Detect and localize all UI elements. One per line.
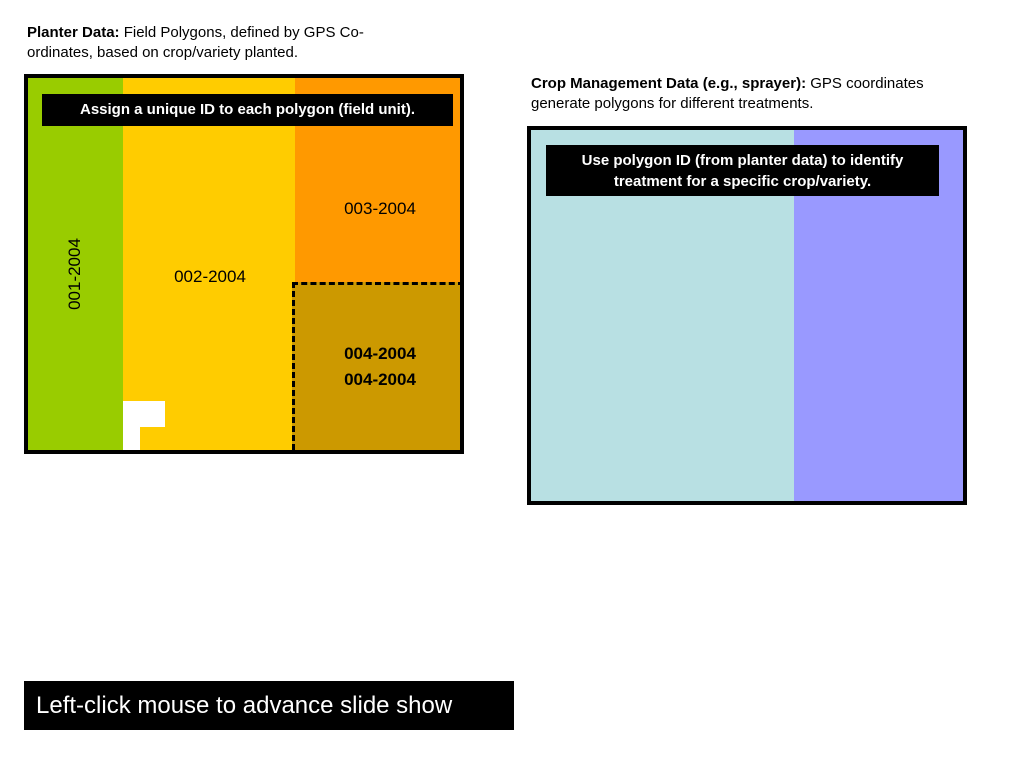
field-notch-fill	[140, 427, 165, 450]
polygon-label-001: 001-2004	[65, 238, 84, 310]
planter-field-map: 001-2004 002-2004 003-2004 004-2004 004-…	[24, 74, 464, 454]
crop-caption: Crop Management Data (e.g., sprayer): GP…	[531, 74, 961, 114]
crop-instruction-banner: Use polygon ID (from planter data) to id…	[546, 145, 939, 196]
planter-caption-text: Field Polygons, defined by GPS Co-ordina…	[27, 24, 364, 61]
field-polygon-002	[123, 78, 295, 450]
planter-caption-title: Planter Data:	[27, 24, 120, 41]
planter-caption: Planter Data: Field Polygons, defined by…	[27, 23, 427, 63]
polygon-label-004-repeat: 004-2004	[344, 370, 416, 389]
polygon-label-003: 003-2004	[344, 199, 416, 218]
advance-slide-button[interactable]: Left-click mouse to advance slide show	[24, 681, 514, 730]
polygon-label-002: 002-2004	[174, 267, 246, 286]
field-polygon-004	[292, 282, 460, 450]
field-polygon-001	[28, 78, 123, 450]
planter-instruction-banner: Assign a unique ID to each polygon (fiel…	[42, 94, 453, 126]
crop-caption-title: Crop Management Data (e.g., sprayer):	[531, 75, 807, 92]
polygon-label-004: 004-2004	[344, 344, 416, 363]
crop-caption-text: GPS coordinates generate polygons for di…	[531, 75, 924, 112]
